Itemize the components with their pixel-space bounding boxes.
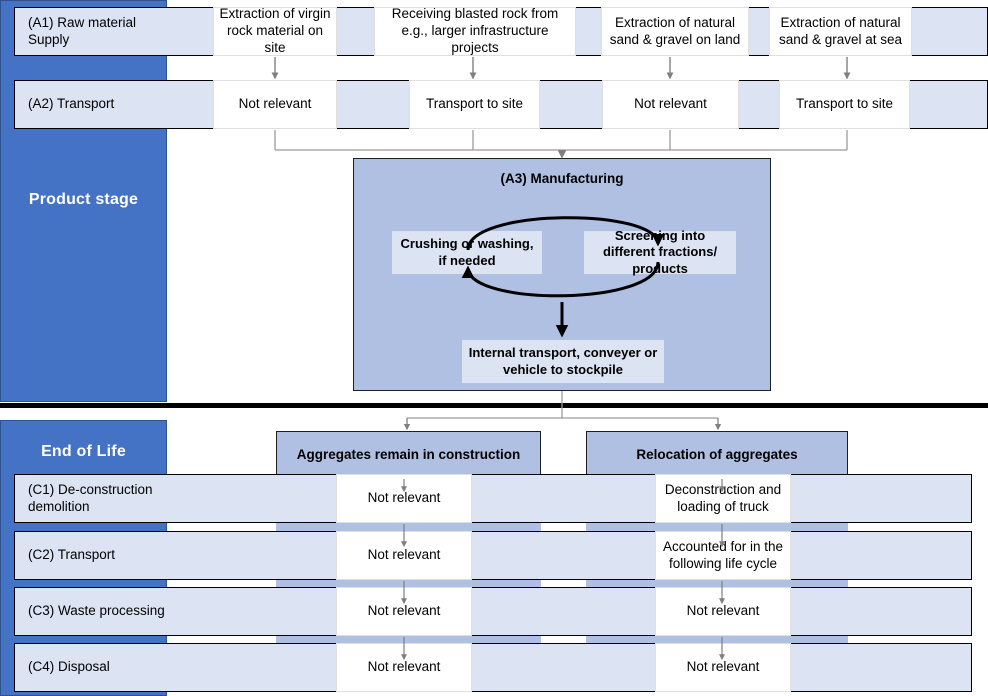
branch-header-right[interactable]: Relocation of aggregates bbox=[586, 431, 848, 479]
row-band-c2 bbox=[14, 531, 972, 580]
a3-title: (A3) Manufacturing bbox=[500, 171, 624, 186]
row-label-c2: (C2) Transport bbox=[28, 547, 116, 563]
cell-c3-1[interactable]: Not relevant bbox=[655, 587, 791, 636]
row-label-c4: (C4) Disposal bbox=[28, 659, 110, 675]
row-label-a2: (A2) Transport bbox=[28, 96, 115, 112]
cell-c1-1[interactable]: Deconstruction and loading of truck bbox=[655, 474, 791, 523]
a2-merge-bus bbox=[274, 130, 848, 151]
row-band-c4 bbox=[14, 643, 972, 692]
a3-internal-transport-box[interactable]: Internal transport, conveyer or vehicle … bbox=[462, 340, 664, 383]
a1-to-a2-arrows bbox=[271, 57, 851, 80]
a3-manufacturing-box: (A3) Manufacturing Crushing or washing, … bbox=[353, 158, 771, 391]
row-label-c1: (C1) De-construction demolition bbox=[28, 481, 153, 514]
cell-c1-0[interactable]: Not relevant bbox=[336, 474, 472, 523]
cell-a2-2[interactable]: Not relevant bbox=[602, 80, 739, 129]
a3-crushing-box[interactable]: Crushing or washing, if needed bbox=[392, 231, 542, 274]
row-band-c3 bbox=[14, 587, 972, 636]
product-stage-label: Product stage bbox=[28, 191, 139, 208]
row-band-c1 bbox=[14, 474, 972, 523]
cell-c2-1[interactable]: Accounted for in the following life cycl… bbox=[655, 531, 791, 580]
cell-c4-0[interactable]: Not relevant bbox=[336, 643, 472, 692]
end-of-life-label: End of Life bbox=[41, 443, 126, 460]
cell-c4-1[interactable]: Not relevant bbox=[655, 643, 791, 692]
cell-a2-1[interactable]: Transport to site bbox=[409, 80, 540, 129]
row-label-c3: (C3) Waste processing bbox=[28, 603, 165, 619]
cell-a1-3[interactable]: Extraction of natural sand & gravel at s… bbox=[769, 7, 912, 56]
row-label-a1: (A1) Raw material Supply bbox=[28, 14, 137, 47]
branch-header-left[interactable]: Aggregates remain in construction bbox=[276, 431, 541, 479]
a3-screening-box[interactable]: Screening into different fractions/ prod… bbox=[584, 228, 736, 276]
stage-divider bbox=[0, 403, 988, 408]
cell-c2-0[interactable]: Not relevant bbox=[336, 531, 472, 580]
cell-c3-0[interactable]: Not relevant bbox=[336, 587, 472, 636]
eol-branch-arrows bbox=[403, 418, 722, 431]
cell-a1-2[interactable]: Extraction of natural sand & gravel on l… bbox=[601, 7, 749, 56]
cell-a2-0[interactable]: Not relevant bbox=[213, 80, 337, 129]
cell-a2-3[interactable]: Transport to site bbox=[779, 80, 910, 129]
product-stage-column: Product stage bbox=[0, 0, 167, 402]
cell-a1-0[interactable]: Extraction of virgin rock material on si… bbox=[213, 6, 337, 56]
cell-a1-1[interactable]: Receiving blasted rock from e.g., larger… bbox=[374, 6, 576, 56]
